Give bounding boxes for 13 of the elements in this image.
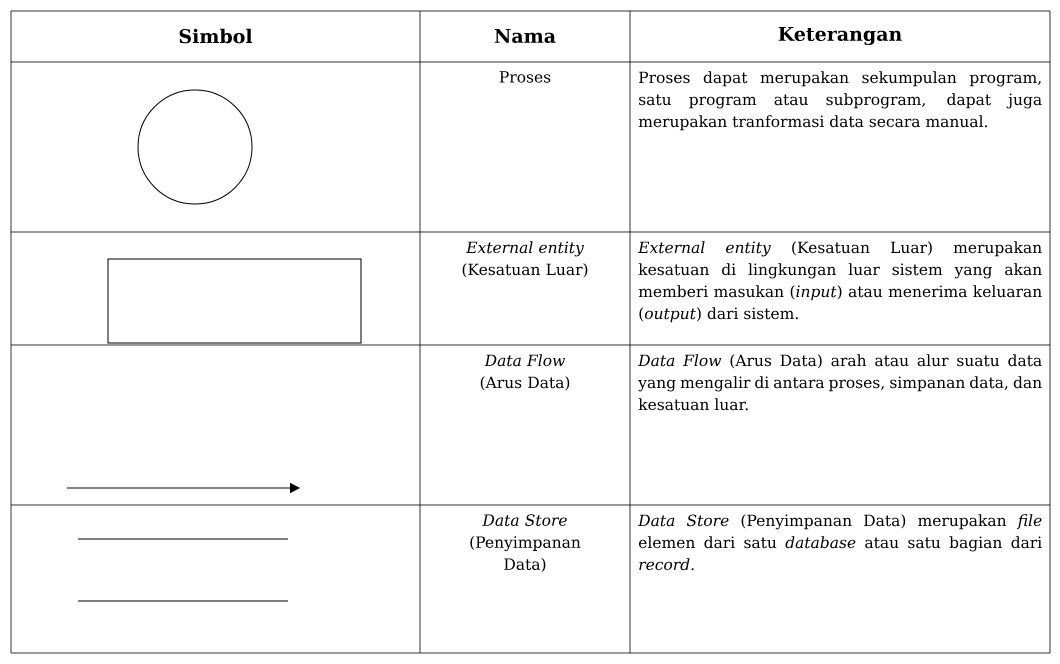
table-header: Nama [494, 28, 556, 44]
circle-symbol [137, 89, 253, 205]
table-header: Keterangan [778, 26, 902, 46]
description-text: Proses dapat merupakan sekumpulan program, satu program atau subprogram, dapat juga merupakan tranformasi data secara manual. [638, 71, 1042, 131]
symbol-name: Proses [499, 71, 551, 83]
rectangle-symbol [107, 258, 362, 344]
symbol-name: Data Store (Penyimpanan Data) [470, 514, 581, 573]
description-text: Data Flow (Arus Data) arah atau alur suatu data yang mengalir di antara proses, simpanan data, dan kesatuan luar. [637, 354, 1042, 411]
table-header: Simbol [179, 28, 253, 44]
symbol-name: Data Flow (Arus Data) [480, 354, 570, 391]
description-text: Data Store (Penyimpanan Data) merupakan file elemen dari satu database atau satu bagian dari record. [637, 514, 1042, 571]
symbol-name: External entity (Kesatuan Luar) [462, 241, 588, 278]
description-text: External entity (Kesatuan Luar) merupakan kesatuan di lingkungan luar sistem yang akan memberi masukan (input) atau menerima keluaran (output) dari sistem. [637, 241, 1042, 323]
